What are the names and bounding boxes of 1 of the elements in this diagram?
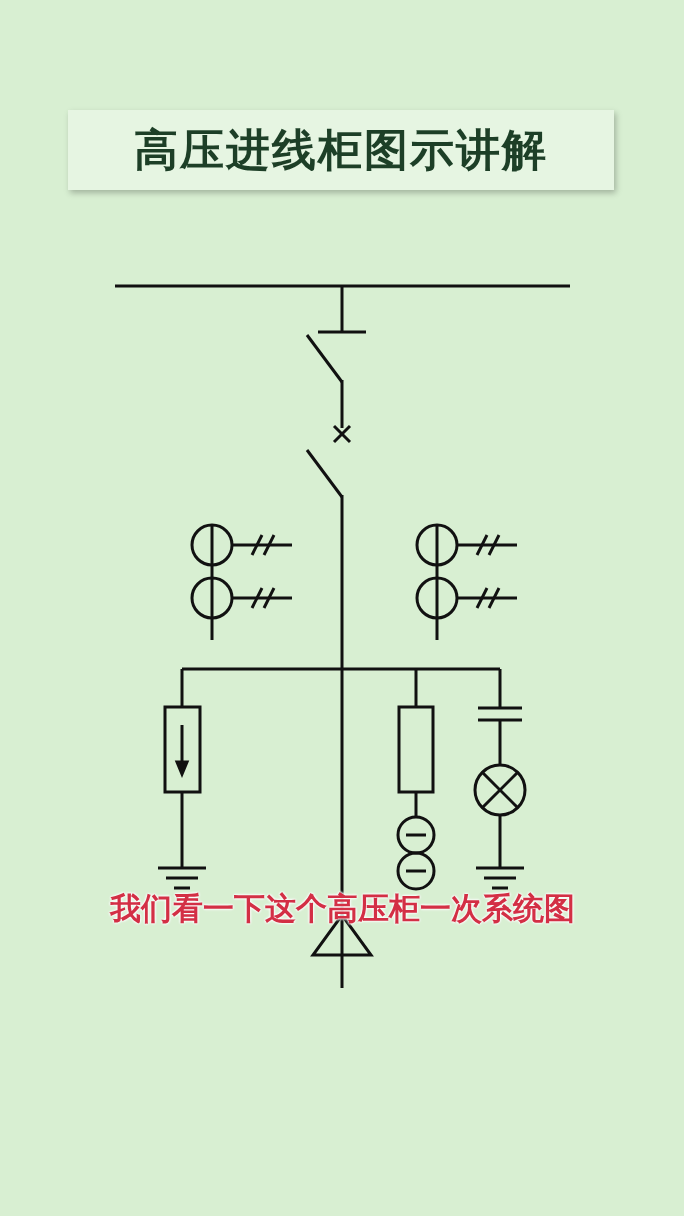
title: 高压进线柜图示讲解 xyxy=(68,110,614,190)
